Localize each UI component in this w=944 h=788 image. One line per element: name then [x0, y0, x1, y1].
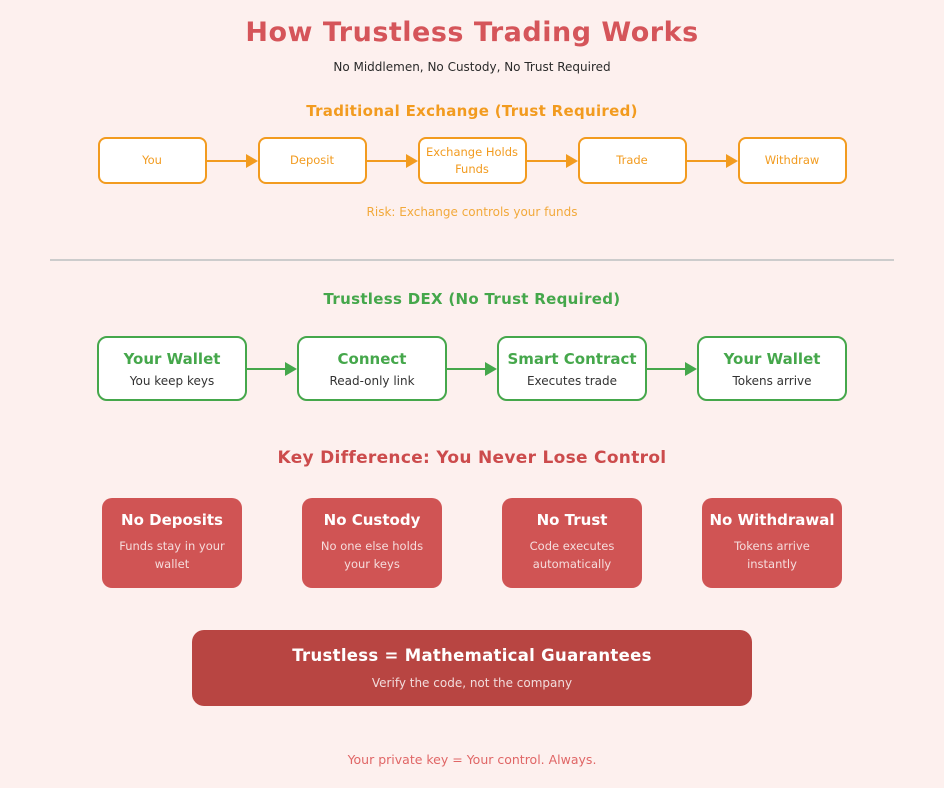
section-heading-traditional: Traditional Exchange (Trust Required) — [306, 102, 638, 120]
step-subtitle: Read-only link — [329, 373, 415, 388]
card-subtitle: Funds stay in your wallet — [119, 539, 225, 571]
card-title: No Trust — [536, 511, 608, 529]
card-subtitle: Tokens arrive instantly — [734, 539, 810, 571]
banner-title: Trustless = Mathematical Guarantees — [292, 646, 652, 665]
section-divider — [50, 259, 894, 261]
card-no-trust: No Trust Code executes automatically — [502, 498, 642, 588]
arrow-right-icon — [447, 361, 497, 376]
step-title: Your Wallet — [123, 349, 221, 368]
risk-note: Risk: Exchange controls your funds — [366, 205, 578, 219]
page-title: How Trustless Trading Works — [245, 17, 699, 48]
arrow-right-icon — [247, 361, 297, 376]
card-subtitle: Code executes automatically — [529, 539, 615, 571]
arrow-right-icon — [366, 153, 418, 168]
flow-step-label: Exchange Holds Funds — [425, 144, 519, 176]
step-title: Connect — [337, 349, 407, 368]
flow-step-withdraw: Withdraw — [737, 137, 847, 184]
section-heading-key-difference: Key Difference: You Never Lose Control — [277, 448, 667, 468]
dex-step-smart-contract: Smart Contract Executes trade — [497, 336, 647, 401]
dex-flow-row: Your Wallet You keep keys Connect Read-o… — [97, 336, 847, 401]
step-subtitle: Tokens arrive — [732, 373, 812, 388]
arrow-right-icon — [206, 153, 258, 168]
dex-step-your-wallet-end: Your Wallet Tokens arrive — [697, 336, 847, 401]
dex-step-your-wallet-start: Your Wallet You keep keys — [97, 336, 247, 401]
flow-step-label: Withdraw — [764, 153, 820, 168]
arrow-right-icon — [686, 153, 738, 168]
flow-step-trade: Trade — [577, 137, 687, 184]
card-title: No Withdrawal — [709, 511, 835, 529]
traditional-flow-row: You Deposit Exchange Holds Funds Trade W… — [97, 137, 847, 184]
section-heading-dex: Trustless DEX (No Trust Required) — [323, 290, 621, 308]
footer-note: Your private key = Your control. Always. — [347, 752, 597, 767]
key-difference-cards-row: No Deposits Funds stay in your wallet No… — [102, 498, 842, 588]
step-title: Smart Contract — [507, 349, 637, 368]
step-subtitle: You keep keys — [129, 373, 215, 388]
card-title: No Deposits — [121, 511, 223, 529]
flow-step-label: Deposit — [290, 153, 334, 168]
summary-banner: Trustless = Mathematical Guarantees Veri… — [192, 630, 752, 706]
card-title: No Custody — [323, 511, 421, 529]
step-subtitle: Executes trade — [526, 373, 618, 388]
card-subtitle: No one else holds your keys — [320, 539, 424, 571]
arrow-right-icon — [526, 153, 578, 168]
card-no-withdrawal: No Withdrawal Tokens arrive instantly — [702, 498, 842, 588]
arrow-right-icon — [647, 361, 697, 376]
flow-step-deposit: Deposit — [257, 137, 367, 184]
card-no-deposits: No Deposits Funds stay in your wallet — [102, 498, 242, 588]
flow-step-label: Trade — [616, 153, 648, 168]
banner-subtitle: Verify the code, not the company — [371, 676, 573, 690]
page-subtitle: No Middlemen, No Custody, No Trust Requi… — [333, 60, 611, 74]
dex-step-connect: Connect Read-only link — [297, 336, 447, 401]
flow-step-exchange-holds-funds: Exchange Holds Funds — [417, 137, 527, 184]
card-no-custody: No Custody No one else holds your keys — [302, 498, 442, 588]
flow-step-you: You — [97, 137, 207, 184]
step-title: Your Wallet — [723, 349, 821, 368]
flow-step-label: You — [142, 153, 162, 168]
